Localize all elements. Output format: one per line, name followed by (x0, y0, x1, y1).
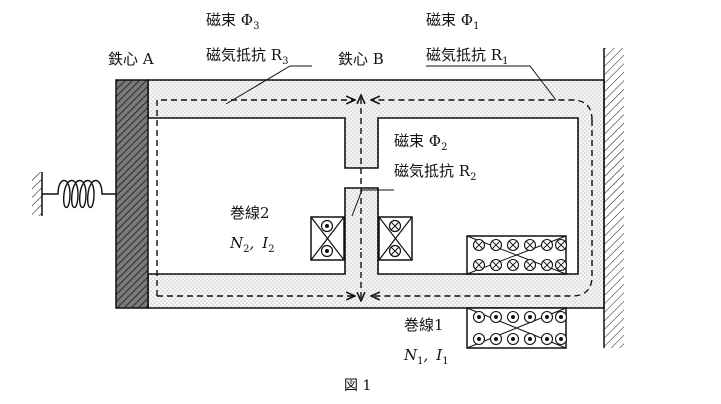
cross-mark (556, 240, 566, 250)
dot-mark (511, 337, 515, 341)
cross-mark (474, 260, 484, 270)
left-wall (32, 172, 43, 216)
cross-mark (508, 240, 518, 250)
spring (42, 179, 116, 209)
dot-mark (477, 337, 481, 341)
leader-lines (225, 65, 557, 217)
reluct1-label: 磁気抵抗 R1 (426, 46, 508, 67)
iron-core (147, 79, 605, 309)
dot-mark (559, 337, 563, 341)
coil1-inner (466, 235, 568, 275)
cross-mark (525, 240, 535, 250)
cross-mark (491, 260, 501, 270)
cross-mark (474, 240, 484, 250)
dot-mark (545, 315, 549, 319)
cross-mark (542, 240, 552, 250)
cross-mark (542, 260, 552, 270)
coil1-label: 巻線1 (404, 316, 444, 334)
reluct3-label: 磁気抵抗 R3 (206, 46, 288, 67)
flux1-label: 磁束 Φ1 (426, 11, 479, 32)
flux1-path-bottom (372, 120, 593, 296)
flux3-label: 磁束 Φ3 (206, 11, 259, 32)
dot-mark (494, 315, 498, 319)
flux3-path-top (156, 100, 354, 296)
flux2-label: 磁束 Φ2 (394, 132, 447, 153)
coil2 (310, 216, 413, 261)
right-wall (603, 48, 624, 348)
coil1-params: N1,I1 (403, 346, 449, 367)
figure-caption: 図 1 (344, 378, 371, 394)
dot-mark (528, 337, 532, 341)
core-a-label: 鉄心 A (108, 50, 154, 68)
dot-mark (477, 315, 481, 319)
cross-mark (491, 240, 501, 250)
flux1-path-top (372, 100, 593, 121)
reluct2-label: 磁気抵抗 R2 (394, 162, 476, 183)
coil2-params: N2,I2 (229, 234, 275, 255)
flux-paths (156, 96, 593, 300)
coil1-outer (466, 307, 568, 349)
dot-mark (494, 337, 498, 341)
dot-mark (528, 315, 532, 319)
core-b-label: 鉄心 B (338, 50, 384, 68)
cross-mark (556, 260, 566, 270)
cross-mark (525, 260, 535, 270)
cross-mark (508, 260, 518, 270)
dot-mark (511, 315, 515, 319)
core-a-armature (115, 79, 149, 309)
coil2-label: 巻線2 (230, 204, 270, 222)
dot-mark (545, 337, 549, 341)
dot-mark (559, 315, 563, 319)
